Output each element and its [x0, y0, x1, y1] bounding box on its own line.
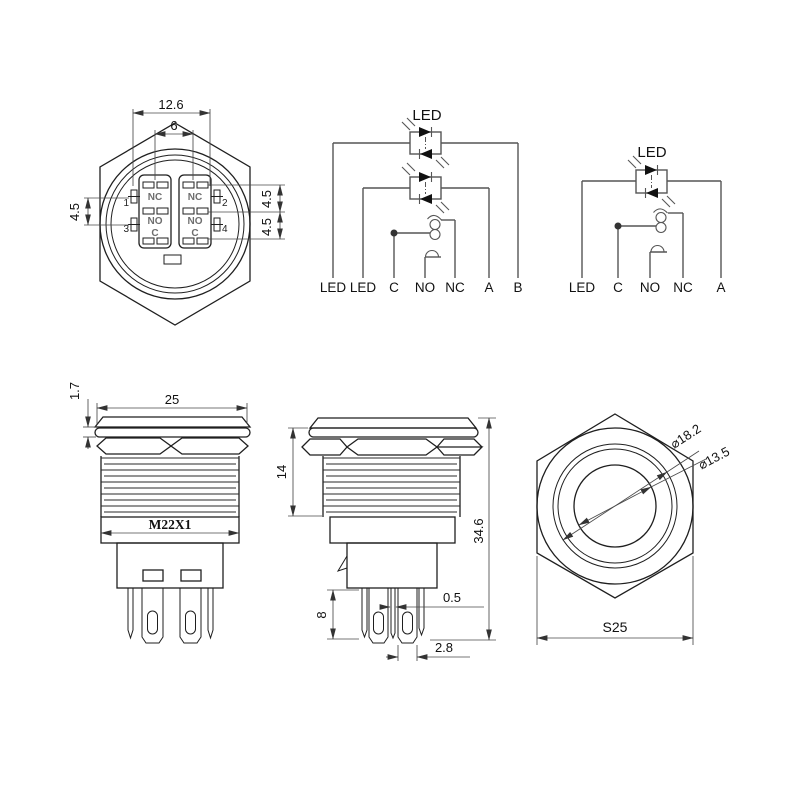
bezel-facet-left [96, 437, 173, 455]
section-view-dimensions: 14 34.6 8 0.5 2.8 [274, 417, 496, 661]
label-c-right: C [191, 228, 198, 239]
terminal-led: LED [569, 280, 596, 295]
cap-disc [93, 416, 252, 428]
snap-barb [336, 555, 348, 572]
rear-view: ⌀18.2 ⌀13.5 S25 [536, 413, 732, 645]
hex-bezel-outline [99, 122, 251, 326]
thread-section [322, 456, 461, 517]
hex-nut-facet-right [435, 438, 484, 456]
dim-1-7: 1.7 [67, 382, 82, 400]
bezel-circle-outer [99, 148, 251, 300]
single-led-circuit-diagram: LED L [569, 144, 726, 295]
led-title: LED [637, 144, 666, 161]
terminal-c: C [613, 280, 623, 295]
junction-dot [614, 222, 622, 230]
solder-pins [361, 588, 425, 644]
terminal-slots-left [142, 181, 169, 245]
circle-outer [536, 427, 694, 585]
cap-ring [308, 427, 479, 438]
switch-contact-symbol [390, 214, 442, 258]
led-symbol-2 [401, 162, 450, 214]
terminal-a: A [716, 280, 725, 295]
dim-4-5-left: 4.5 [67, 203, 82, 221]
pin3-label: 3 [123, 224, 129, 235]
dual-led-circuit-diagram: LED [320, 107, 523, 295]
label-nc-left: NC [148, 192, 162, 203]
diode-down [420, 194, 432, 204]
dim-0-5: 0.5 [443, 590, 461, 605]
dim-button-dia: ⌀13.5 [696, 444, 732, 473]
label-no-left: NO [148, 216, 163, 227]
terminal-c: C [389, 280, 399, 295]
terminal-led1: LED [320, 280, 347, 295]
dim-25: 25 [165, 392, 179, 407]
label-c-left: C [151, 228, 158, 239]
diode-down [420, 149, 432, 159]
side-view: M22X1 25 1.7 [67, 382, 252, 644]
terminal-nc: NC [673, 280, 693, 295]
circle-bezel2 [557, 448, 673, 564]
dim-2-8: 2.8 [435, 640, 453, 655]
diode-down [646, 188, 658, 198]
pin4-label: 4 [222, 224, 228, 235]
bezel-facet-right [169, 437, 249, 455]
dim-6: 6 [170, 118, 177, 133]
dim-34-6: 34.6 [471, 518, 486, 543]
side-pins [128, 189, 223, 232]
dim-4-5-right-bottom: 4.5 [259, 218, 274, 236]
led-symbol [627, 155, 676, 208]
anti-rotation-tab [163, 254, 182, 265]
cross-section-view: 14 34.6 8 0.5 2.8 [274, 417, 496, 661]
solder-pins [127, 588, 214, 644]
body-lower [346, 542, 438, 589]
circuit-wires [332, 142, 519, 278]
terminal-nc: NC [445, 280, 465, 295]
diode-up [419, 172, 431, 182]
junction-dot [390, 229, 398, 237]
switch-housing [116, 542, 224, 589]
rear-view-dimensions: ⌀18.2 ⌀13.5 S25 [536, 421, 732, 645]
bezel-circle-inner [110, 159, 240, 289]
front-view-dimensions: 12.6 6 4.5 4.5 4.5 [67, 97, 285, 240]
hex-outline [536, 413, 694, 599]
terminal-b: B [513, 280, 522, 295]
dim-8: 8 [314, 611, 329, 618]
label-nc-right: NC [188, 192, 202, 203]
dim-12-6: 12.6 [158, 97, 183, 112]
led-title: LED [412, 107, 441, 124]
label-no-right: NO [188, 216, 203, 227]
hex-nut-facet-left [301, 438, 348, 456]
side-view-dimensions: 25 1.7 [67, 382, 248, 449]
housing-window-left [142, 569, 164, 582]
diode-up [419, 127, 431, 137]
bezel-circle-mid [105, 154, 245, 294]
switch-contact-symbol [614, 208, 668, 253]
dim-bezel-dia: ⌀18.2 [668, 421, 704, 452]
circuit-wires [581, 180, 722, 278]
front-view: NC NO C NC NO C 1 3 2 4 12.6 6 [67, 97, 285, 326]
pin1-label: 1 [123, 198, 129, 209]
hex-nut-facet-middle [345, 438, 439, 456]
cap-ring [94, 427, 251, 438]
body-upper [329, 516, 456, 544]
terminal-no: NO [415, 280, 435, 295]
diode-up [645, 165, 657, 175]
led-symbol-1 [401, 117, 450, 169]
terminal-a: A [484, 280, 493, 295]
thread-spec-label: M22X1 [149, 517, 192, 532]
dim-across-flats: S25 [603, 619, 628, 635]
terminal-no: NO [640, 280, 660, 295]
cap-disc [308, 417, 478, 429]
terminal-led2: LED [350, 280, 377, 295]
housing-window-right [180, 569, 202, 582]
terminal-block-right [178, 174, 212, 249]
circle-bezel1 [552, 443, 678, 569]
thread-section [100, 456, 240, 517]
dim-4-5-right-top: 4.5 [259, 190, 274, 208]
pin2-label: 2 [222, 198, 228, 209]
dim-14: 14 [274, 465, 289, 479]
